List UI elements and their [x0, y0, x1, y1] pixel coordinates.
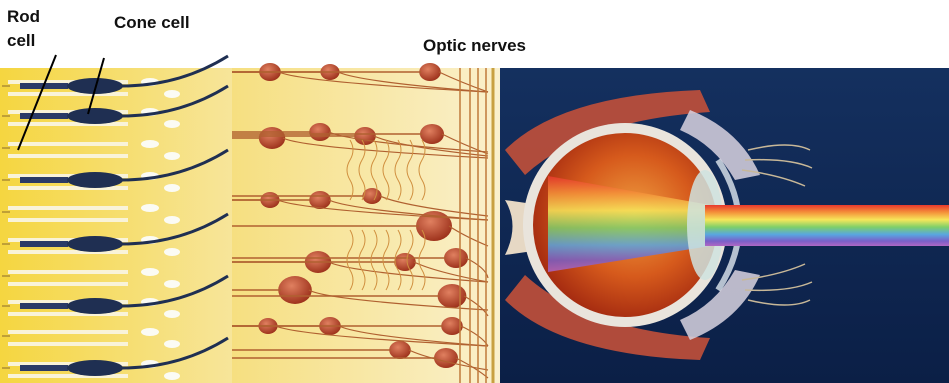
cone-axon: [20, 303, 68, 309]
nerve-cell-body: [309, 123, 331, 141]
rod-nucleus: [164, 152, 180, 160]
rod-nucleus: [164, 340, 180, 348]
rod-segment: [8, 270, 128, 274]
cone-axon: [20, 177, 68, 183]
rod-segment: [8, 330, 128, 334]
nerve-cell-body: [419, 63, 441, 81]
rod-segment: [8, 218, 128, 222]
nerve-cell-body: [354, 127, 376, 145]
rod-segment: [8, 282, 128, 286]
cone-body: [67, 298, 123, 314]
rod-segment: [8, 154, 128, 158]
cone-body: [67, 236, 123, 252]
nerve-cell-body: [389, 341, 411, 359]
nerve-cell-body: [438, 284, 467, 308]
cone-axon: [20, 241, 68, 247]
rod-segment: [8, 206, 128, 210]
cone-body: [67, 108, 123, 124]
nerve-cell-body: [259, 127, 285, 149]
rod-nucleus: [164, 310, 180, 318]
rod-nucleus: [164, 90, 180, 98]
rod-nucleus: [141, 268, 159, 276]
rod-nucleus: [164, 372, 180, 380]
rod-nucleus: [141, 204, 159, 212]
rod-segment: [8, 142, 128, 146]
cone-body: [67, 172, 123, 188]
rod-nucleus: [164, 248, 180, 256]
cone-axon: [20, 365, 68, 371]
rod-segment: [8, 342, 128, 346]
cone-axon: [20, 113, 68, 119]
rod-nucleus: [141, 328, 159, 336]
nerve-cell-body: [420, 124, 444, 144]
rod-nucleus: [164, 280, 180, 288]
rod-nucleus: [164, 216, 180, 224]
cone-body: [67, 360, 123, 376]
rod-nucleus: [164, 120, 180, 128]
light-beam: [705, 205, 949, 246]
nerve-cell-body: [278, 276, 312, 304]
nerve-cell-body: [444, 248, 468, 268]
nerve-cell-body: [434, 348, 458, 368]
rod-nucleus: [141, 140, 159, 148]
rod-nucleus: [164, 184, 180, 192]
